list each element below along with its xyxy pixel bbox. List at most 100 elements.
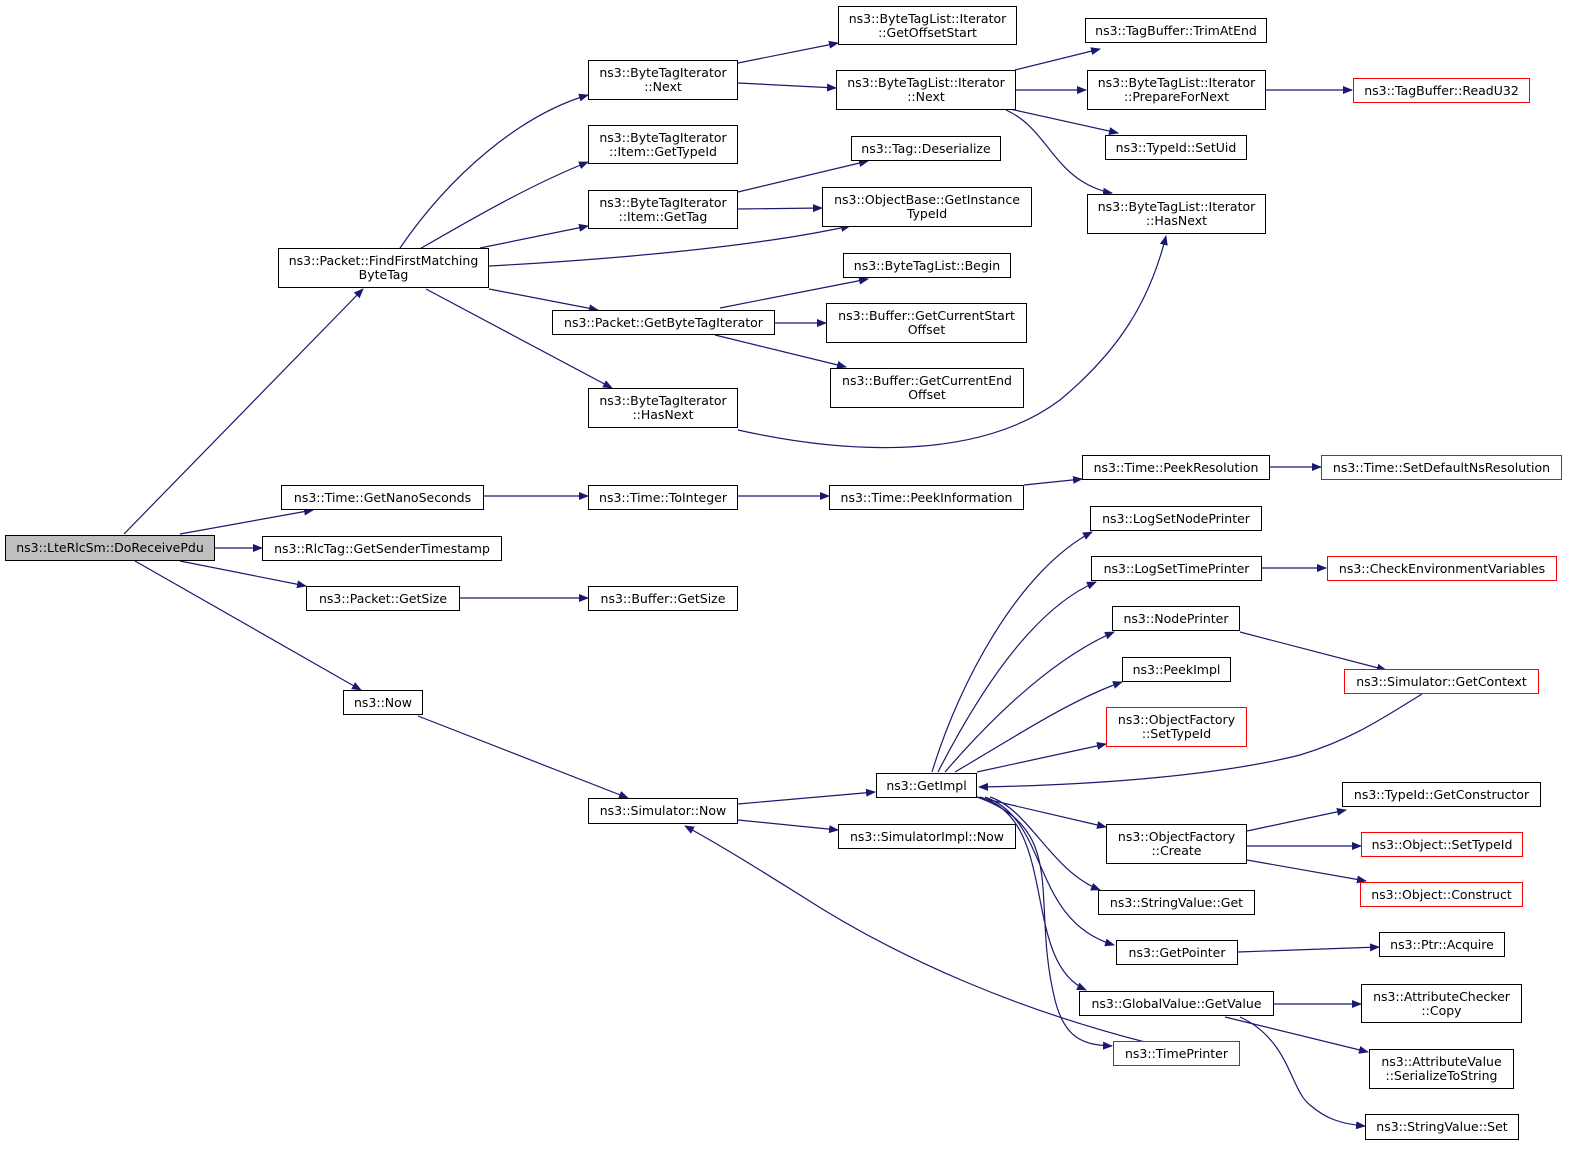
node-object-construct[interactable]: ns3::Object::Construct xyxy=(1360,882,1523,907)
node-label: ns3::Time::GetNanoSeconds xyxy=(293,489,472,505)
node-peekimpl[interactable]: ns3::PeekImpl xyxy=(1122,657,1231,682)
node-label: ns3::ObjectFactory xyxy=(1117,712,1236,727)
node-ptr-acquire[interactable]: ns3::Ptr::Acquire xyxy=(1379,932,1505,957)
node-objectfactory-create[interactable]: ns3::ObjectFactory::Create xyxy=(1106,824,1247,864)
node-label-line2: TypeId xyxy=(906,206,948,221)
node-bytetaglist-begin[interactable]: ns3::ByteTagList::Begin xyxy=(843,253,1011,278)
node-label: ns3::Time::PeekResolution xyxy=(1093,459,1259,475)
node-now[interactable]: ns3::Now xyxy=(343,690,423,715)
node-getpointer[interactable]: ns3::GetPointer xyxy=(1116,940,1238,965)
node-lterlcsm-doreceivepdu: ns3::LteRlcSm::DoReceivePdu xyxy=(5,535,215,561)
node-time-getnanoseconds[interactable]: ns3::Time::GetNanoSeconds xyxy=(281,485,484,510)
node-label: ns3::Packet::FindFirstMatching xyxy=(288,253,479,268)
node-label: ns3::GetImpl xyxy=(886,777,967,793)
edge-getimpl-logtimeprinter xyxy=(937,581,1097,773)
node-attributevalue-serializetostring[interactable]: ns3::AttributeValue::SerializeToString xyxy=(1369,1049,1514,1089)
node-bytetaglist-iterator-next[interactable]: ns3::ByteTagList::Iterator::Next xyxy=(836,70,1016,110)
node-label: ns3::AttributeValue xyxy=(1381,1054,1502,1069)
node-time-peekinformation[interactable]: ns3::Time::PeekInformation xyxy=(829,485,1024,510)
node-attributechecker-copy[interactable]: ns3::AttributeChecker::Copy xyxy=(1361,984,1522,1023)
node-bytetaglist-iterator-hasnext[interactable]: ns3::ByteTagList::Iterator::HasNext xyxy=(1087,194,1266,234)
node-typeid-setuid[interactable]: ns3::TypeId::SetUid xyxy=(1105,135,1247,160)
edge-gettag-objbase xyxy=(737,204,823,213)
edge-nodeprinter-getcontext xyxy=(1239,631,1387,672)
node-tagbuffer-trimatend[interactable]: ns3::TagBuffer::TrimAtEnd xyxy=(1085,18,1267,43)
node-label: ns3::AttributeChecker xyxy=(1373,988,1510,1004)
node-label: ns3::StringValue::Get xyxy=(1109,894,1244,910)
node-label: ns3::Simulator::GetContext xyxy=(1356,673,1527,689)
node-packet-getbytetagiterator[interactable]: ns3::Packet::GetByteTagIterator xyxy=(552,310,775,335)
edge-gvgetvalue-stringset xyxy=(1239,1016,1366,1130)
node-label: ns3::Tag::Deserialize xyxy=(861,140,991,156)
edge-pktbti-begin xyxy=(719,276,869,309)
edge-simnow-getimpl xyxy=(737,788,876,805)
node-stringvalue-set[interactable]: ns3::StringValue::Set xyxy=(1365,1114,1519,1140)
node-label: ns3::TagBuffer::ReadU32 xyxy=(1364,82,1519,98)
node-label: ns3::LogSetTimePrinter xyxy=(1103,560,1250,576)
node-bytetagiterator-next[interactable]: ns3::ByteTagIterator::Next xyxy=(588,60,738,100)
node-buffer-getsize[interactable]: ns3::Buffer::GetSize xyxy=(588,586,738,611)
node-bytetaglist-iterator-getoffsetstart[interactable]: ns3::ByteTagList::Iterator::GetOffsetSta… xyxy=(838,6,1017,45)
node-bytetaglist-iterator-preparefornext[interactable]: ns3::ByteTagList::Iterator::PrepareForNe… xyxy=(1087,70,1266,110)
node-label: ns3::RlcTag::GetSenderTimestamp xyxy=(274,540,490,556)
node-label-line2: ::Create xyxy=(1151,843,1202,858)
node-label: ns3::Object::Construct xyxy=(1371,886,1512,902)
edge-findfirst-objbase xyxy=(488,224,851,267)
node-label: ns3::CheckEnvironmentVariables xyxy=(1338,560,1546,576)
edge-now-simnow xyxy=(417,715,629,799)
node-logsetnodeprinter[interactable]: ns3::LogSetNodePrinter xyxy=(1090,506,1262,531)
node-label-line2: ByteTag xyxy=(358,267,409,282)
node-bytetagiterator-hasnext[interactable]: ns3::ByteTagIterator::HasNext xyxy=(588,388,738,428)
node-stringvalue-get[interactable]: ns3::StringValue::Get xyxy=(1098,890,1255,915)
node-simulatorimpl-now[interactable]: ns3::SimulatorImpl::Now xyxy=(838,824,1016,849)
node-bytetagiterator-item-gettypeid[interactable]: ns3::ByteTagIterator::Item::GetTypeId xyxy=(588,125,738,164)
edge-pktbti-curend xyxy=(714,334,847,369)
edge-findfirst-btitypeid xyxy=(417,161,589,251)
node-tag-deserialize[interactable]: ns3::Tag::Deserialize xyxy=(851,136,1001,161)
node-object-settypeid[interactable]: ns3::Object::SetTypeId xyxy=(1361,832,1523,857)
node-label-line2: ::PrepareForNext xyxy=(1123,89,1230,104)
node-label-line2: ::HasNext xyxy=(632,407,694,422)
node-time-tointeger[interactable]: ns3::Time::ToInteger xyxy=(588,485,738,510)
node-nodeprinter[interactable]: ns3::NodePrinter xyxy=(1112,606,1240,631)
node-globalvalue-getvalue[interactable]: ns3::GlobalValue::GetValue xyxy=(1079,991,1274,1016)
node-label: ns3::ByteTagIterator xyxy=(599,65,727,80)
edge-getimpl-getpointer xyxy=(984,796,1115,947)
node-checkenvironmentvariables[interactable]: ns3::CheckEnvironmentVariables xyxy=(1327,556,1557,581)
node-label: ns3::Packet::GetSize xyxy=(318,590,448,606)
node-timeprinter[interactable]: ns3::TimePrinter xyxy=(1113,1041,1240,1066)
node-label: ns3::Time::ToInteger xyxy=(599,489,727,505)
node-typeid-getconstructor[interactable]: ns3::TypeId::GetConstructor xyxy=(1342,782,1541,807)
node-getimpl[interactable]: ns3::GetImpl xyxy=(876,773,977,798)
edge-btlnext-btlhasnext xyxy=(1005,109,1113,196)
node-label: ns3::Buffer::GetCurrentEnd xyxy=(842,373,1012,388)
node-time-peekresolution[interactable]: ns3::Time::PeekResolution xyxy=(1082,455,1270,480)
node-packet-getsize[interactable]: ns3::Packet::GetSize xyxy=(306,586,460,611)
node-label: ns3::Buffer::GetSize xyxy=(600,590,726,606)
node-label: ns3::ByteTagList::Iterator xyxy=(1097,75,1256,90)
node-time-setdefaultnsresolution[interactable]: ns3::Time::SetDefaultNsResolution xyxy=(1321,455,1562,480)
node-logsettimeprinter[interactable]: ns3::LogSetTimePrinter xyxy=(1091,556,1262,581)
node-bytetagiterator-item-gettag[interactable]: ns3::ByteTagIterator::Item::GetTag xyxy=(588,190,738,229)
node-objectfactory-settypeid[interactable]: ns3::ObjectFactory::SetTypeId xyxy=(1106,707,1247,747)
edge-root-pktgetsize xyxy=(179,560,307,589)
node-label: ns3::TimePrinter xyxy=(1125,1045,1228,1061)
node-simulator-getcontext[interactable]: ns3::Simulator::GetContext xyxy=(1344,669,1539,694)
node-label: ns3::ByteTagIterator xyxy=(599,393,727,408)
node-label-line2: ::Next xyxy=(644,79,682,94)
edge-getimpl-ofsettypeid xyxy=(976,742,1107,773)
edge-ofcreate-getctor xyxy=(1246,807,1347,832)
edge-gettag-deserialize xyxy=(737,159,869,193)
node-label: ns3::TypeId::SetUid xyxy=(1115,139,1237,155)
node-label-line2: Offset xyxy=(907,322,946,337)
node-rlctag-getsendertimestamp[interactable]: ns3::RlcTag::GetSenderTimestamp xyxy=(262,536,502,561)
node-label: ns3::TypeId::GetConstructor xyxy=(1353,786,1530,802)
node-simulator-now[interactable]: ns3::Simulator::Now xyxy=(588,798,738,824)
node-tagbuffer-readu32[interactable]: ns3::TagBuffer::ReadU32 xyxy=(1353,78,1530,103)
edge-timeprinter-simnow xyxy=(684,825,1146,1043)
node-label: ns3::Buffer::GetCurrentStart xyxy=(838,308,1015,323)
